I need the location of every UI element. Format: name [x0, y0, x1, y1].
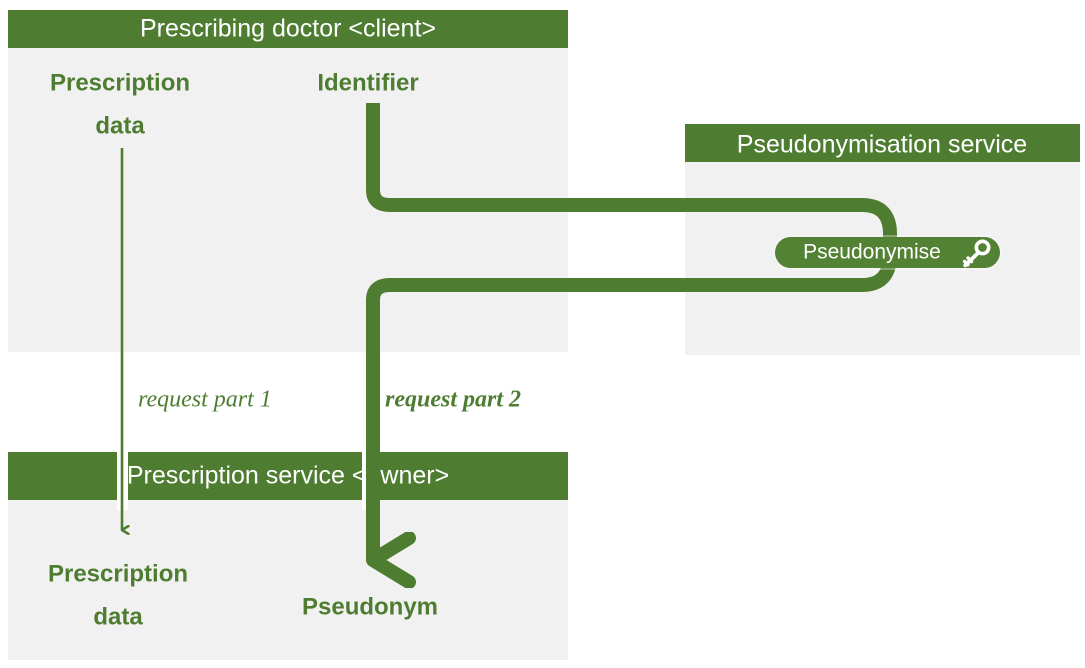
box-prescribing-doctor: Prescribing doctor <client> [8, 10, 568, 352]
box-prescription-service: Prescription service <owner> [8, 452, 568, 660]
client-box-header [8, 10, 568, 48]
owner-box-header [8, 452, 568, 500]
edge-label-request-part-2: request part 2 [385, 387, 521, 413]
pseudo-box-header [685, 124, 1080, 162]
key-icon [962, 239, 991, 268]
client-prescription-data-label: Prescription data [50, 69, 190, 139]
pseudo-box-title: Pseudonymisation service [737, 131, 1027, 159]
client-prescription-data-line2: data [95, 112, 145, 139]
pseudonymise-pill-label: Pseudonymise [803, 241, 941, 264]
client-box-title: Prescribing doctor <client> [140, 15, 436, 43]
pseudonymise-action-pill[interactable]: Pseudonymise [773, 235, 1002, 270]
owner-prescription-data-line2: data [93, 603, 143, 630]
owner-pseudonym-label: Pseudonym [302, 593, 438, 620]
edge-label-request-part-1: request part 1 [138, 387, 272, 413]
pseudonymise-pill-background [775, 237, 1000, 268]
owner-box-body [8, 500, 568, 660]
owner-prescription-data-line1: Prescription [48, 560, 188, 587]
client-prescription-data-line1: Prescription [50, 69, 190, 96]
owner-box-title: Prescription service <owner> [127, 462, 449, 490]
owner-prescription-data-label: Prescription data [48, 560, 188, 630]
client-identifier-label: Identifier [317, 69, 418, 96]
box-pseudonymisation-service: Pseudonymisation service [685, 124, 1080, 355]
